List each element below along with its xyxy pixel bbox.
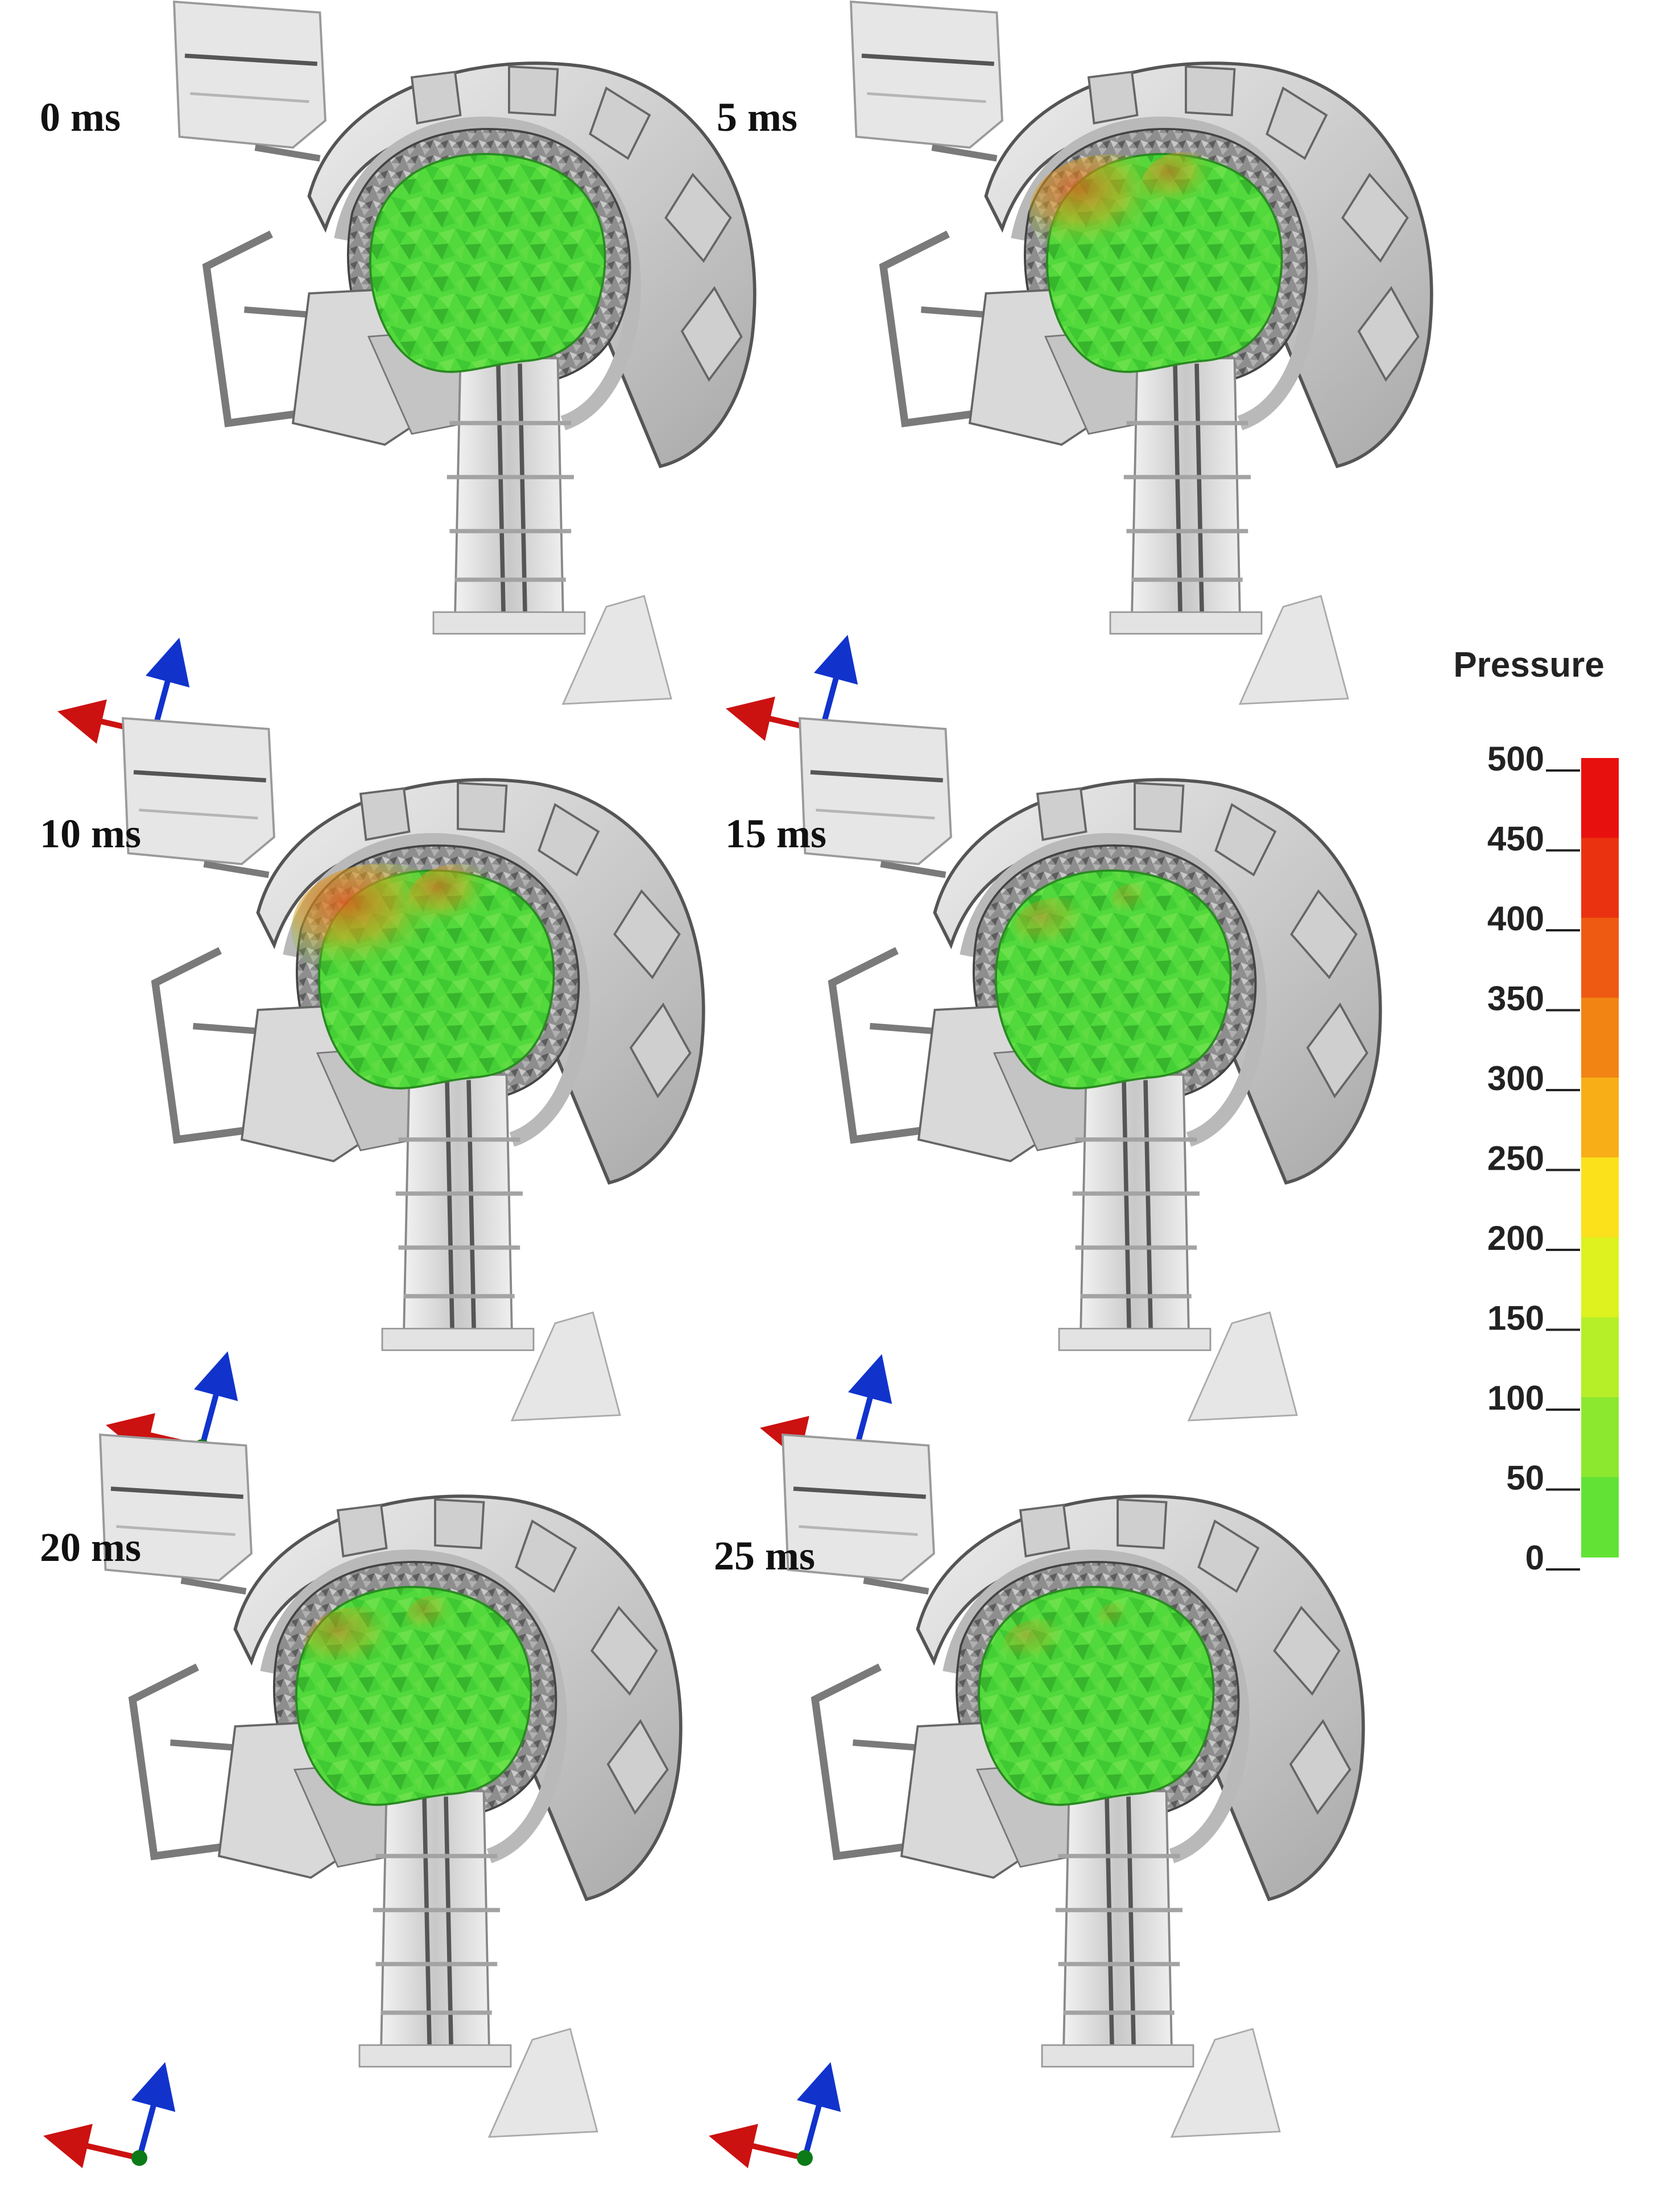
time-label: 0 ms	[40, 94, 121, 140]
frame-panel: 15 ms	[725, 718, 1380, 1460]
time-label: 5 ms	[717, 94, 797, 140]
colorbar-band	[1581, 838, 1619, 918]
helmet-head-model	[851, 2, 1432, 704]
colorbar-band	[1581, 918, 1619, 999]
simulation-frames: 0 ms 5 ms 10 ms 15 ms 20 ms 25 ms	[40, 2, 1432, 2168]
pressure-hot-spot	[1003, 1618, 1081, 1672]
colorbar-tick-label: 400	[1487, 900, 1544, 938]
colorbar-band	[1581, 1317, 1619, 1398]
colorbar-band	[1581, 1078, 1619, 1158]
helmet-head-model	[174, 2, 755, 704]
colorbar-band	[1581, 1237, 1619, 1318]
colorbar-tick-label: 300	[1487, 1059, 1544, 1097]
time-label: 20 ms	[40, 1525, 141, 1570]
colorbar-tick-label: 50	[1506, 1459, 1544, 1497]
time-label: 15 ms	[725, 811, 826, 856]
colorbar-band	[1581, 1157, 1619, 1238]
pressure-hot-spot	[304, 1606, 415, 1684]
colorbar-tick-label: 500	[1487, 740, 1544, 778]
colorbar-band	[1581, 758, 1619, 839]
pressure-hot-spot	[406, 1595, 465, 1642]
colorbar-tick-label: 450	[1487, 820, 1544, 858]
frame-panel: 5 ms	[717, 2, 1432, 741]
axis-triad-icon	[43, 2062, 176, 2168]
colorbar-tick-label: 250	[1487, 1140, 1544, 1178]
frame-panel: 25 ms	[709, 1435, 1363, 2168]
frame-panel: 0 ms	[40, 2, 755, 744]
axis-triad-icon	[709, 2062, 841, 2168]
colorbar-band	[1581, 997, 1619, 1078]
colorbar-tick-label: 150	[1487, 1299, 1544, 1337]
frame-panel: 10 ms	[40, 718, 704, 1457]
colorbar-tick-label: 350	[1487, 980, 1544, 1018]
time-label: 10 ms	[40, 811, 141, 856]
colorbar-tick-label: 0	[1525, 1539, 1544, 1577]
colorbar-tick-label: 200	[1487, 1219, 1544, 1257]
brain-surface	[978, 1586, 1215, 1806]
brain-surface	[369, 153, 606, 373]
colorbar-band	[1581, 1397, 1619, 1478]
pressure-hot-spot	[407, 864, 508, 940]
helmet-head-model	[800, 718, 1380, 1420]
frame-panel: 20 ms	[40, 1435, 681, 2168]
colorbar-bands	[1581, 758, 1619, 1557]
helmet-head-model	[123, 718, 704, 1420]
colorbar-tick-label: 100	[1487, 1379, 1544, 1417]
colorbar-title: Pressure	[1453, 645, 1604, 685]
helmet-head-model	[783, 1435, 1363, 2137]
pressure-hot-spot	[1141, 151, 1231, 219]
helmet-head-model	[100, 1435, 681, 2137]
time-label: 25 ms	[714, 1533, 815, 1579]
colorbar-band	[1581, 1477, 1619, 1557]
pressure-hot-spot	[1097, 1602, 1138, 1635]
pressure-hot-spot	[1014, 897, 1105, 960]
pressure-hot-spot	[1111, 883, 1159, 921]
